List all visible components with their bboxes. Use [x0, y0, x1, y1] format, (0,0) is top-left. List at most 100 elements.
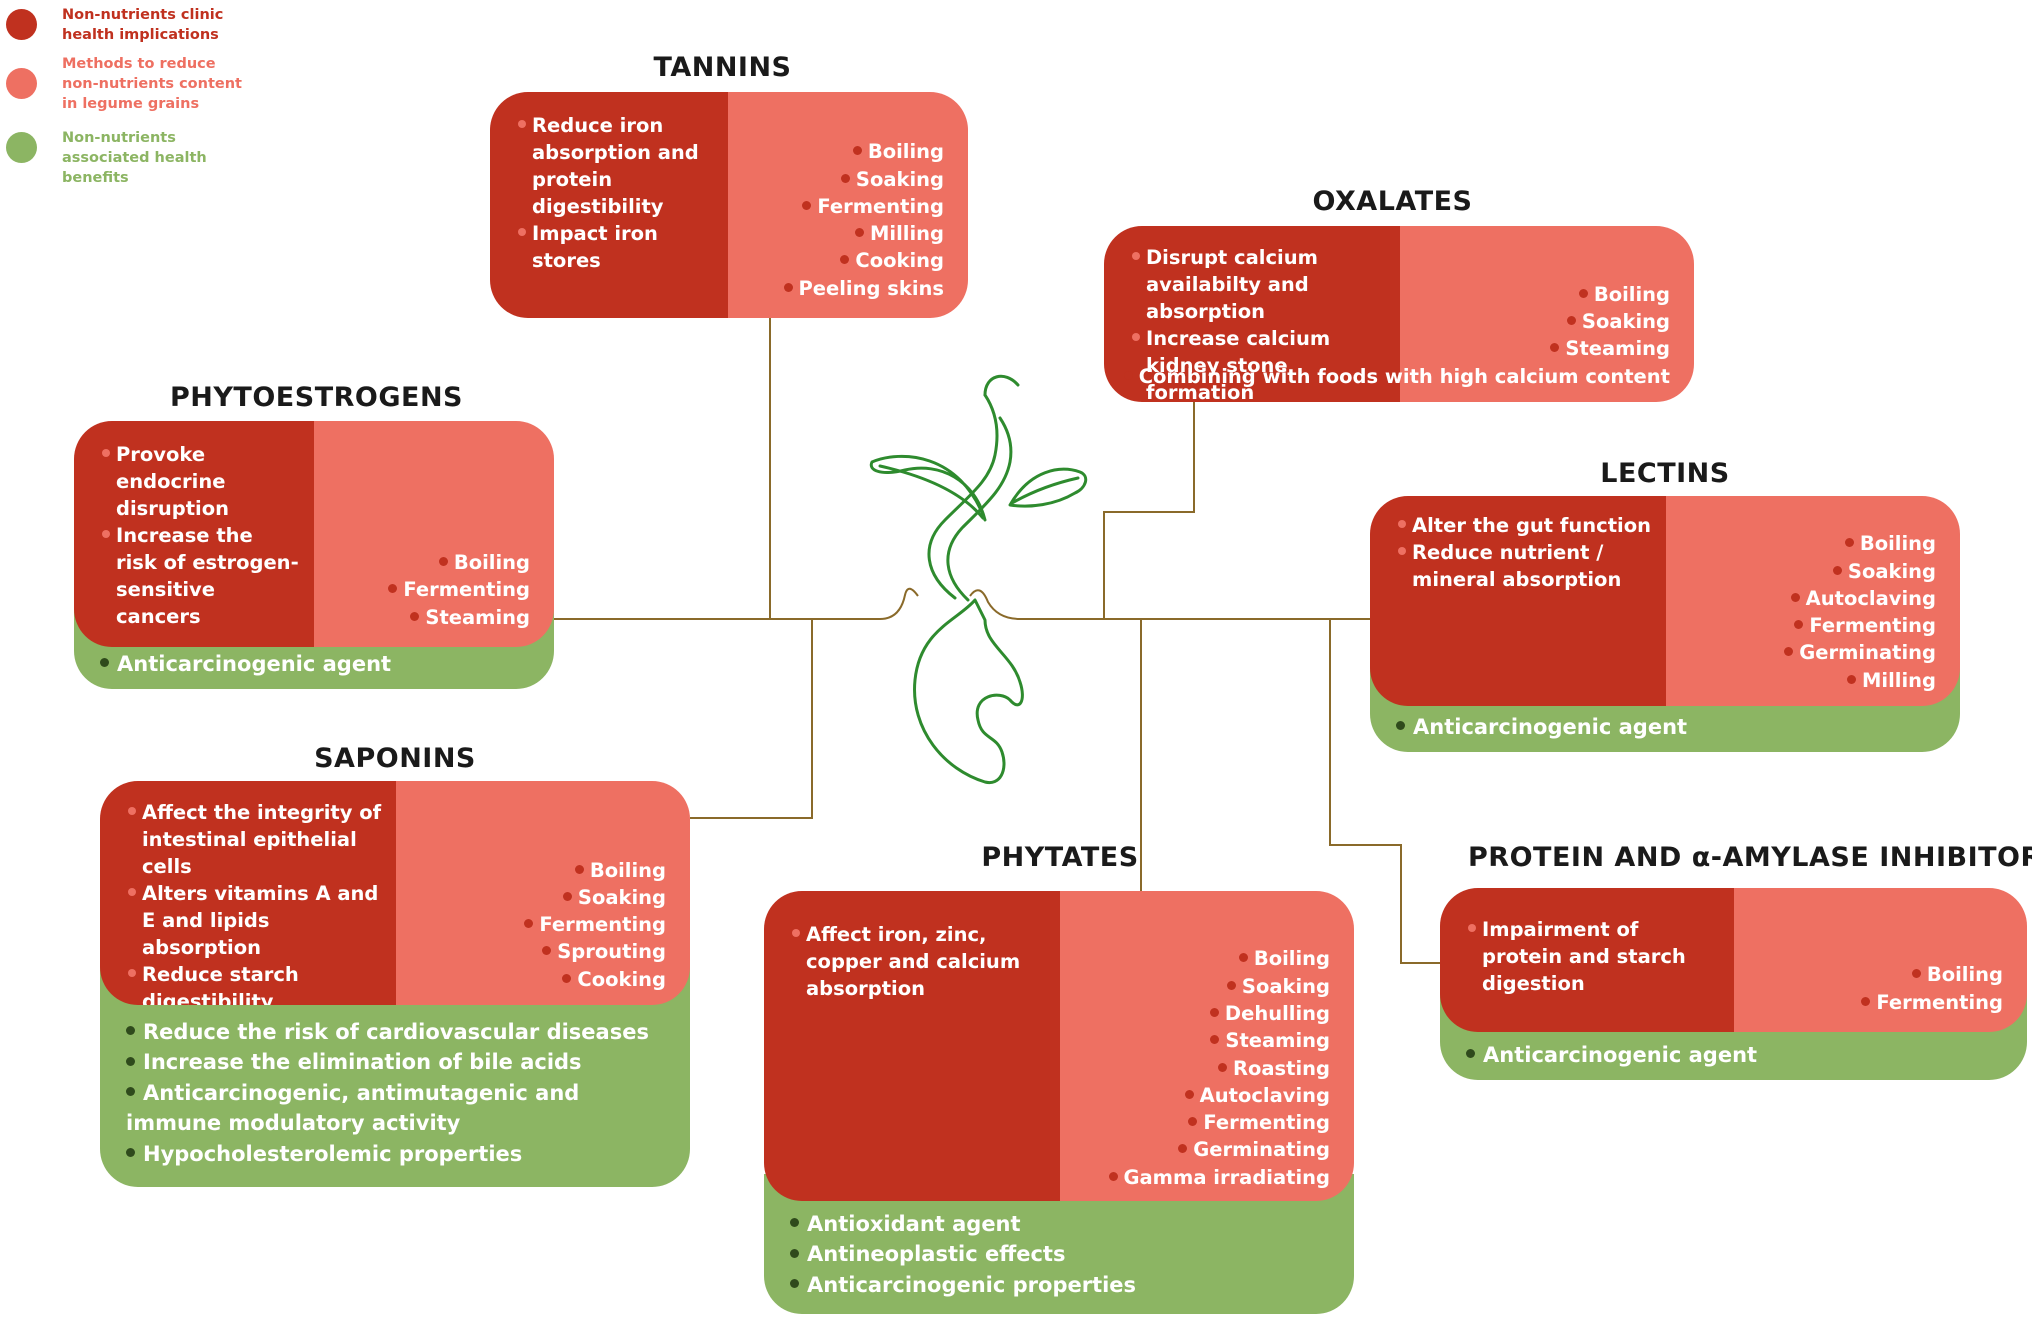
connector-right-trunk: [969, 589, 1370, 620]
benefit-item: Anticarcinogenic properties: [790, 1270, 1334, 1301]
sprouting-seed-icon: [869, 374, 1088, 785]
method-item: Fermenting: [1784, 612, 1936, 639]
method-item: Boiling: [524, 857, 666, 884]
benefits-list: Anticarcinogenic agent: [1396, 712, 1940, 743]
method-item: Boiling: [1861, 961, 2003, 988]
card-title-oxalates: OXALATES: [1312, 186, 1473, 217]
method-item: Cooking: [784, 247, 944, 274]
benefits-list: Reduce the risk of cardiovascular diseas…: [126, 1017, 670, 1170]
implications-list: Affect the integrity of intestinal epith…: [128, 799, 382, 1005]
implications-panel: Affect the integrity of intestinal epith…: [100, 781, 396, 1005]
implication-item: Reduce starch digestibility: [128, 961, 382, 1005]
method-item: Gamma irradiating: [1109, 1164, 1330, 1191]
method-item: Peeling skins: [784, 275, 945, 302]
method-item: Germinating: [1109, 1136, 1330, 1163]
implications-list: Reduce iron absorption and protein diges…: [518, 112, 714, 274]
card-lectins: Anticarcinogenic agent Alter the gut fun…: [1370, 496, 1960, 752]
method-item: Milling: [784, 220, 944, 247]
benefit-item: Anticarcinogenic agent: [1466, 1040, 2007, 1071]
implication-item: Impact iron stores: [518, 220, 714, 274]
method-item: Boiling: [1109, 945, 1330, 972]
card-title-phytoestrogens: PHYTOESTROGENS: [170, 382, 464, 413]
legend-item-implications: Non-nutrients clinic health implications: [6, 5, 252, 45]
legend-item-methods: Methods to reduce non-nutrients content …: [6, 54, 252, 114]
benefit-item: Increase the elimination of bile acids: [126, 1047, 670, 1078]
implication-item: Alter the gut function: [1398, 512, 1652, 539]
implication-item: Alters vitamins A and E and lipids absor…: [128, 880, 382, 961]
method-item: Roasting: [1109, 1055, 1330, 1082]
method-item: Soaking: [1109, 973, 1330, 1000]
implication-item: Increase the risk of estrogen-sensitive …: [102, 522, 300, 630]
method-item: Combining with foods with high calcium c…: [1124, 363, 1670, 390]
implications-panel: Reduce iron absorption and protein diges…: [490, 92, 728, 318]
legend-swatch-green: [6, 132, 37, 163]
legend-label: Non-nutrients associated health benefits: [62, 130, 207, 186]
method-item: Boiling: [1784, 530, 1936, 557]
implication-item: Reduce nutrient / mineral absorption: [1398, 539, 1652, 593]
connector-oxalates: [1103, 402, 1195, 619]
method-item: Fermenting: [1861, 989, 2003, 1016]
card-title-saponins: SAPONINS: [314, 743, 476, 774]
method-item: Milling: [1784, 667, 1936, 694]
method-item: Steaming: [1109, 1027, 1330, 1054]
benefit-item: Antioxidant agent: [790, 1209, 1334, 1240]
connector-inhibitors: [1329, 619, 1441, 964]
legend-label: Non-nutrients clinic health implications: [62, 7, 224, 43]
method-item: Steaming: [388, 604, 530, 631]
card-tannins: Reduce iron absorption and protein diges…: [490, 92, 968, 318]
card-saponins: Reduce the risk of cardiovascular diseas…: [100, 781, 690, 1187]
benefit-item: Anticarcinogenic agent: [1396, 712, 1940, 743]
implications-panel: Impairment of protein and starch digesti…: [1440, 888, 1734, 1032]
method-item: Germinating: [1784, 639, 1936, 666]
benefit-item: Hypocholesterolemic properties: [126, 1139, 670, 1170]
method-item: Dehulling: [1109, 1000, 1330, 1027]
method-item: Cooking: [524, 966, 666, 993]
card-title-inhibitors: PROTEIN AND α-AMYLASE INHIBITORS: [1468, 842, 2032, 873]
method-item: Fermenting: [1109, 1109, 1330, 1136]
method-item: Fermenting: [784, 193, 944, 220]
legend-swatch-red: [6, 9, 37, 40]
benefit-item: Anticarcinogenic, antimutagenic and immu…: [126, 1078, 670, 1139]
card-phytoestrogens: Anticarcinogenic agent Provoke endocrine…: [74, 421, 554, 689]
legend-item-benefits: Non-nutrients associated health benefits: [6, 128, 252, 188]
card-title-tannins: TANNINS: [653, 52, 792, 83]
method-item: Soaking: [784, 166, 944, 193]
implication-item: Impairment of protein and starch digesti…: [1468, 916, 1720, 997]
benefits-list: Anticarcinogenic agent: [1466, 1040, 2007, 1071]
implication-item: Affect iron, zinc, copper and calcium ab…: [792, 921, 1046, 1002]
benefit-item: Anticarcinogenic agent: [100, 649, 534, 680]
method-item: Boiling: [784, 138, 944, 165]
method-item: Fermenting: [388, 576, 530, 603]
method-item: Boiling: [1124, 281, 1670, 308]
method-item: Steaming: [1124, 335, 1670, 362]
implications-list: Affect iron, zinc, copper and calcium ab…: [792, 921, 1046, 1002]
legend-label: Methods to reduce non-nutrients content …: [62, 56, 242, 112]
legend-swatch-salmon: [6, 68, 37, 99]
method-item: Fermenting: [524, 911, 666, 938]
card-inhibitors: Anticarcinogenic agent Impairment of pro…: [1440, 888, 2027, 1080]
method-item: Autoclaving: [1109, 1082, 1330, 1109]
benefit-item: Reduce the risk of cardiovascular diseas…: [126, 1017, 670, 1048]
connector-left-trunk: [553, 587, 919, 620]
benefit-item: Antineoplastic effects: [790, 1239, 1334, 1270]
method-item: Sprouting: [524, 938, 666, 965]
